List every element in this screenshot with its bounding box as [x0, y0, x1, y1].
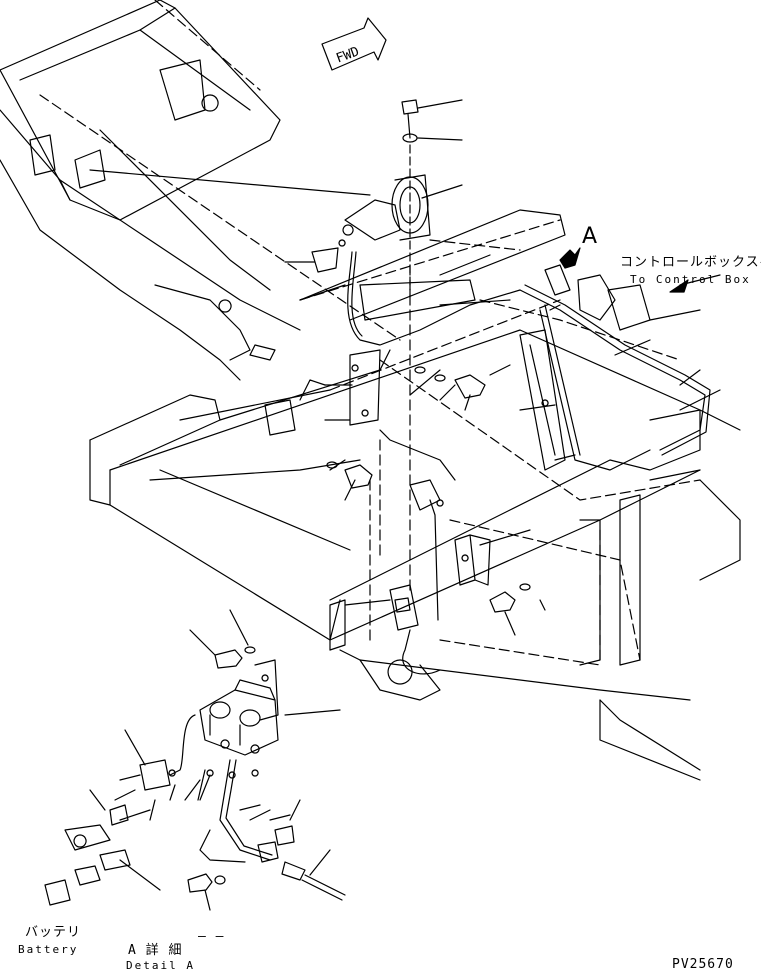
leader-line — [344, 599, 391, 606]
detail-a-assembly — [44, 646, 346, 906]
detail-a-label-jp: A 詳 細 — [128, 943, 183, 958]
bolt-icon — [344, 464, 373, 489]
harness-wire-b — [402, 629, 441, 675]
fwd-label: FWD — [334, 44, 361, 66]
bolt-icon — [454, 374, 486, 399]
mount-bracket — [409, 479, 444, 621]
switch-icon — [389, 584, 419, 631]
cable-clamp — [74, 149, 106, 189]
battery-label-jp: バッテリ — [25, 925, 82, 940]
phantom-lines-upper — [39, 0, 701, 641]
leader-line — [479, 529, 531, 546]
harness-wire-a — [347, 251, 521, 346]
bolt-icon — [489, 591, 516, 613]
battery-label-en: Battery — [18, 943, 79, 956]
leader-line — [504, 611, 516, 636]
detail-a-label-dash: – – — [198, 929, 225, 944]
boom-cable — [89, 169, 371, 196]
washer-icon — [402, 133, 418, 143]
detail-a-leader-lines — [89, 609, 341, 911]
bolt-icon — [401, 99, 419, 139]
to-control-box-arrow-icon — [669, 274, 721, 293]
leader-line — [539, 599, 546, 611]
leader-lines-top — [284, 99, 511, 306]
to-control-box-label-jp: コントロールボックスへ — [620, 255, 761, 270]
to-control-box-label-en: To Control Box — [630, 273, 751, 286]
washer-icon — [519, 583, 531, 591]
detail-a-label-en: Detail A — [126, 959, 195, 972]
detail-a-marker: A — [582, 224, 598, 249]
detail-a-arrow-icon — [559, 247, 581, 269]
connector-icon — [311, 239, 346, 273]
clip-icon — [454, 534, 491, 586]
leader-lines-right — [614, 309, 701, 386]
washer-icon — [326, 366, 446, 469]
control-box-cable — [519, 284, 711, 471]
phantom-lines-frame — [329, 299, 681, 666]
bracket-plates — [519, 264, 651, 471]
boom-arm — [0, 0, 301, 381]
drawing-code: PV25670 — [672, 957, 734, 972]
frame-bracket-left — [349, 349, 456, 481]
fwd-arrow-icon: FWD — [321, 17, 387, 71]
cable-reel — [342, 174, 431, 241]
